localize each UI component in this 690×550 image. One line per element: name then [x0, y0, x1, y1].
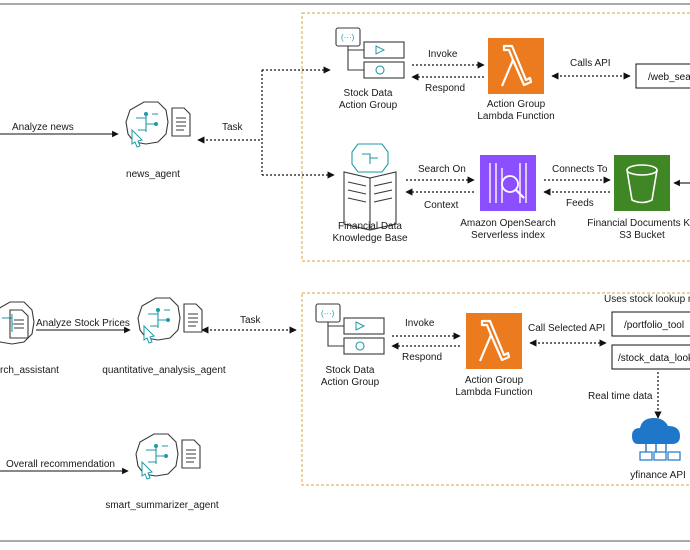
action-group-icon: (···): [335, 27, 405, 79]
cloud-network-icon: [632, 418, 681, 461]
knowledge-base-label-2: Knowledge Base: [332, 233, 407, 244]
agent-brain-icon: [125, 101, 169, 148]
lambda-bottom-label-2: Lambda Function: [455, 387, 532, 398]
opensearch-label-2: Serverless index: [471, 230, 545, 241]
yfinance-label: yfinance API: [630, 470, 686, 481]
analyze-stock-label: Analyze Stock Prices: [36, 318, 130, 329]
task-top-label: Task: [222, 122, 244, 133]
lambda-top-label-1: Action Group: [487, 99, 546, 110]
respond-bottom-label: Respond: [402, 352, 442, 363]
respond-top-label: Respond: [425, 83, 465, 94]
lambda-top-node[interactable]: [488, 38, 544, 94]
action-group-top-node[interactable]: (···): [335, 27, 405, 79]
opensearch-node[interactable]: [480, 155, 536, 211]
action-group-bottom-label-1: Stock Data: [326, 365, 375, 376]
opensearch-glyph-handle: [515, 189, 525, 199]
research-assistant-node[interactable]: [0, 301, 35, 345]
yfinance-node[interactable]: [632, 418, 681, 461]
quant-tools-group-box: [301, 292, 690, 486]
s3-node[interactable]: [614, 155, 670, 211]
summarizer-agent-label: smart_summarizer_agent: [105, 500, 219, 511]
news-agent-node[interactable]: [125, 101, 191, 148]
task-bottom-label: Task: [240, 315, 262, 326]
portfolio-tool-box[interactable]: [611, 311, 690, 337]
action-group-top-label-2: Action Group: [339, 100, 398, 111]
portfolio-tool-label: /portfolio_tool: [624, 320, 684, 331]
svg-text:(···): (···): [321, 309, 335, 318]
web-search-tool-box[interactable]: [635, 63, 690, 89]
lambda-glyph: [500, 44, 533, 87]
s3-glyph-body: [626, 169, 658, 204]
stock-data-lookup-box[interactable]: [611, 344, 690, 370]
news-tools-group-box: [301, 12, 690, 262]
action-group-top-label-1: Stock Data: [344, 88, 393, 99]
quant-agent-label: quantitative_analysis_agent: [102, 365, 226, 376]
agent-brain-icon: [135, 433, 179, 480]
quant-agent-node[interactable]: [137, 297, 203, 344]
calls-api-label: Calls API: [570, 58, 611, 69]
analyze-news-label: Analyze news: [12, 122, 74, 133]
s3-label-2: S3 Bucket: [619, 230, 665, 241]
lambda-bottom-label-1: Action Group: [465, 375, 524, 386]
knowledge-base-label-1: Financial Data: [338, 221, 402, 232]
stock-data-lookup-label: /stock_data_looku: [618, 353, 690, 364]
agent-brain-icon: [137, 297, 181, 344]
opensearch-label-1: Amazon OpenSearch: [460, 218, 556, 229]
summarizer-agent-node[interactable]: [135, 433, 201, 480]
lambda-top-label-2: Lambda Function: [477, 111, 554, 122]
context-label: Context: [424, 200, 459, 211]
action-group-bottom-label-2: Action Group: [321, 377, 380, 388]
svg-text:(···): (···): [341, 33, 355, 42]
s3-label-1: Financial Documents KB: [587, 218, 690, 229]
knowledge-base-book-icon: [343, 143, 397, 231]
lambda-bottom-node[interactable]: [466, 313, 522, 369]
opensearch-glyph-lens: [501, 175, 519, 193]
web-search-tool-label: /web_sea: [648, 72, 690, 83]
invoke-bottom-label: Invoke: [405, 318, 435, 329]
connects-to-label: Connects To: [552, 164, 608, 175]
search-on-label: Search On: [418, 164, 466, 175]
document-icon: [183, 303, 203, 333]
lambda-glyph: [478, 319, 511, 362]
research-assistant-label: rch_assistant: [0, 365, 59, 376]
document-icon: [171, 107, 191, 137]
knowledge-base-node[interactable]: [343, 143, 397, 231]
feeds-label: Feeds: [566, 198, 594, 209]
action-group-icon: (···): [315, 303, 385, 355]
invoke-top-label: Invoke: [428, 49, 458, 60]
uses-stock-lookup-label: Uses stock lookup res: [604, 294, 690, 305]
news-agent-label: news_agent: [126, 169, 180, 180]
document-icon: [181, 439, 201, 469]
real-time-data-label: Real time data: [588, 391, 653, 402]
overall-recommendation-label: Overall recommendation: [6, 459, 115, 470]
call-selected-api-label: Call Selected API: [528, 323, 605, 334]
document-icon: [9, 309, 29, 339]
action-group-bottom-node[interactable]: (···): [315, 303, 385, 355]
